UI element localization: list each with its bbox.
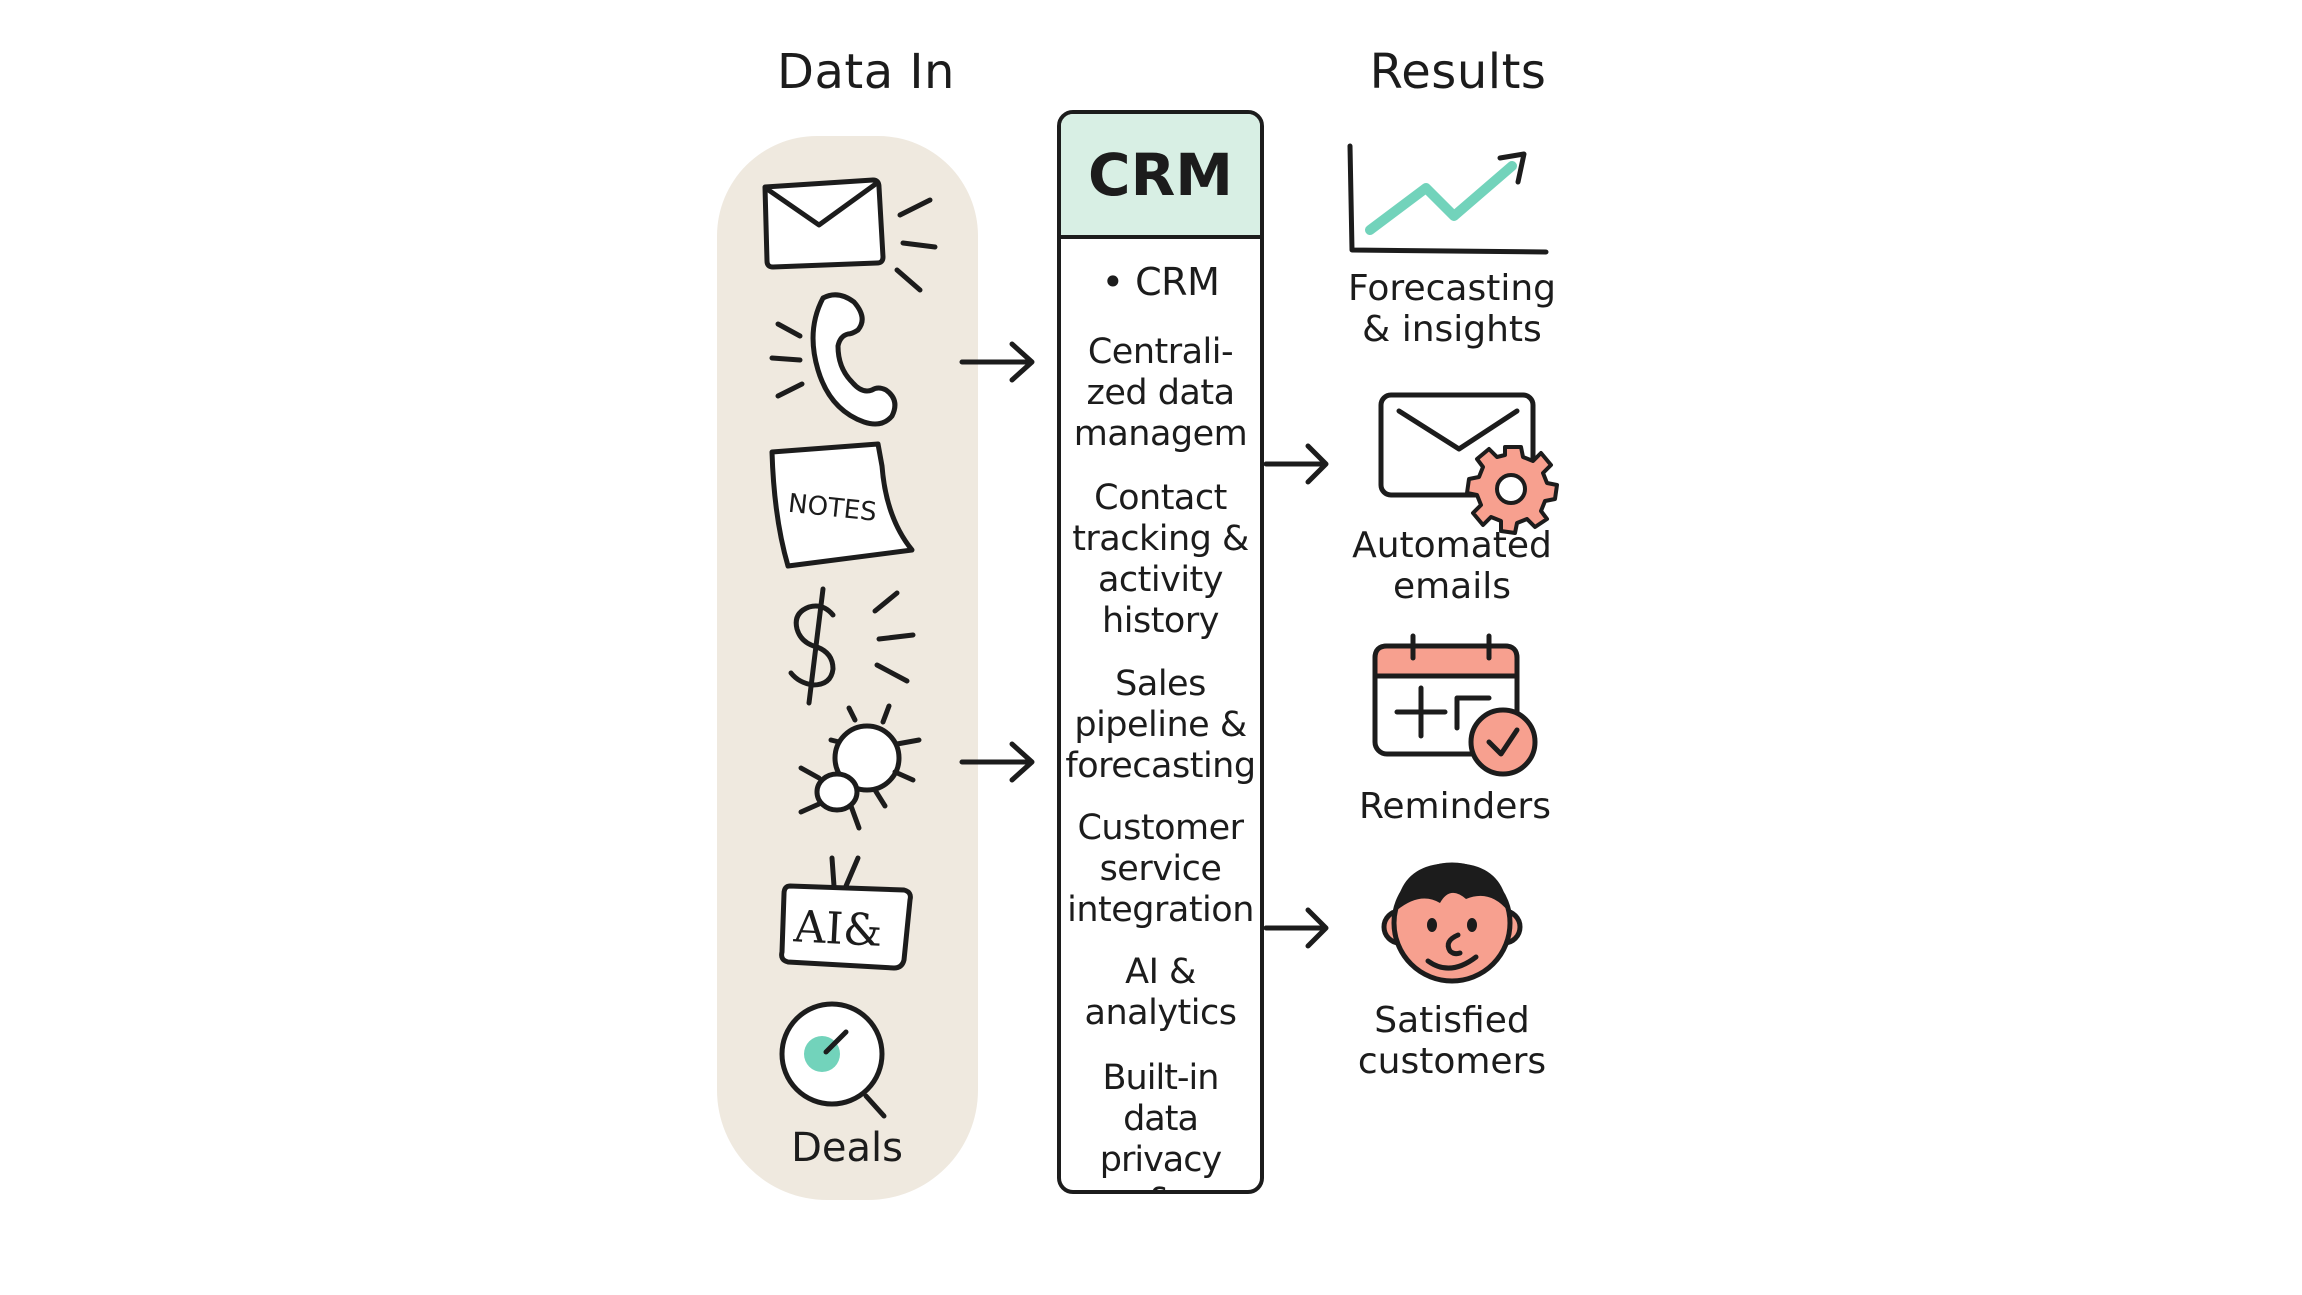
email-icon xyxy=(762,177,938,293)
result-label: Reminders xyxy=(1359,786,1551,827)
result-label: Satisfied customers xyxy=(1357,1000,1547,1082)
growth-chart-icon xyxy=(1347,143,1549,255)
arrow-crm-to-results-1 xyxy=(1263,443,1329,485)
results-title: Results xyxy=(1369,44,1547,100)
happy-face-icon xyxy=(1381,862,1523,984)
result-label: Automated emails xyxy=(1352,525,1552,607)
arrow-input-to-crm-1 xyxy=(959,341,1035,383)
phone-icon xyxy=(769,292,898,427)
crm-item: Centrali- zed data managem xyxy=(1073,332,1248,454)
email-gear-icon xyxy=(1378,392,1559,535)
notes-icon: NOTES xyxy=(769,441,915,569)
result-label: Forecasting & insights xyxy=(1347,268,1556,350)
ai-tv-icon: AI& xyxy=(779,855,913,971)
deals-magnifier-icon xyxy=(779,1001,887,1119)
data-in-title: Data In xyxy=(777,44,955,100)
crm-item: Sales pipeline & forecasting xyxy=(1065,664,1256,786)
deals-label: Deals xyxy=(791,1125,903,1171)
crm-item: Customer service integration xyxy=(1067,808,1254,930)
crm-item: Contact tracking & activity history xyxy=(1072,478,1249,641)
ai-text: AI& xyxy=(792,901,884,957)
arrow-crm-to-results-2 xyxy=(1263,907,1329,949)
arrow-input-to-crm-2 xyxy=(959,741,1035,783)
crm-feature-box: CRM • CRM Centrali- zed data managem Con… xyxy=(1057,110,1264,1194)
calendar-check-icon xyxy=(1372,633,1538,777)
crm-item: AI & analytics xyxy=(1084,952,1237,1033)
crm-item: • CRM xyxy=(1101,260,1220,304)
crm-item: Built-in data privacy & compliance xyxy=(1099,1058,1222,1190)
dollar-icon xyxy=(788,586,916,706)
bug-icon xyxy=(798,703,922,831)
crm-header: CRM xyxy=(1061,114,1260,239)
